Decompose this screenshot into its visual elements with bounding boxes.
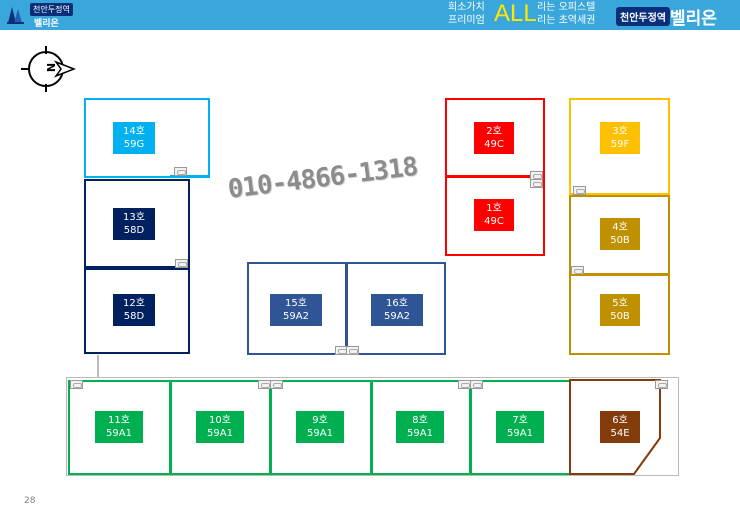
compass-icon: N [18,44,77,94]
slogan-line2-b: 리는 초역세권 [537,15,596,26]
brand-tag: 천안두정역 [616,7,670,26]
door-b3 [270,380,283,389]
door-b5 [470,380,483,389]
door-2-1b [530,179,543,188]
logo-icon [5,3,27,29]
compass-letter: N [44,62,58,73]
logo-tag: 천안두정역 [30,3,73,16]
door-14 [174,167,187,176]
slogan-line1-a: 희소가치 [448,2,485,13]
phone-number: 010-4866-1318 [226,151,419,205]
slogan-line2-a: 프리미엄 [448,15,485,26]
logo-subtitle: 벨리온 [34,19,59,29]
brand-name: 벨리온 [670,9,717,29]
door-15-16b [346,346,359,355]
bottom-row-frame [66,377,679,476]
door-b6 [655,380,668,389]
slogan-line1-b: 리는 오피스텔 [537,2,596,13]
door-b1 [70,380,83,389]
header-bar: 천안두정역 벨리온 희소가치 프리미엄 ALL 리는 오피스텔 리는 초역세권 … [0,0,740,30]
room-12 [84,268,190,354]
door-3 [573,186,586,195]
slogan-all: ALL [494,0,537,27]
page-number: 28 [24,496,36,506]
divider-line [97,355,99,377]
